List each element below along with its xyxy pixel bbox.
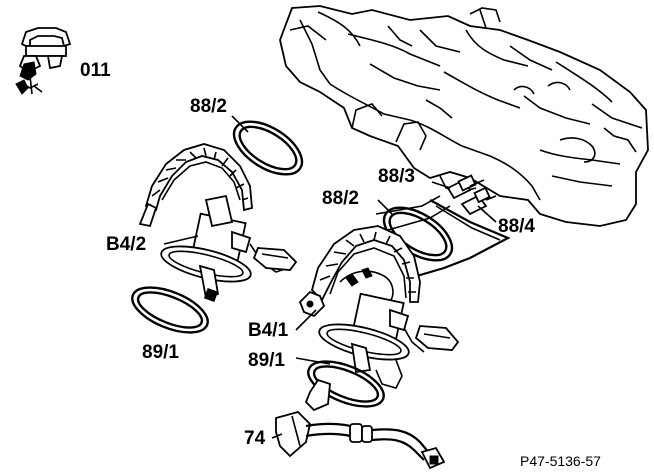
fuel-level-sender-b4-2 [138, 143, 298, 303]
label-89-1-right: 89/1 [248, 350, 285, 371]
pipe-fitting-88-3 [446, 174, 485, 200]
fuel-line-routing [375, 195, 511, 280]
label-88-2-right: 88/2 [322, 188, 359, 209]
fuel-hose-74 [275, 410, 446, 470]
strainer-clip [304, 378, 331, 412]
label-88-2-left: 88/2 [190, 96, 227, 117]
label-89-1-left: 89/1 [142, 342, 179, 363]
fuel-pump-sender-b4-1 [298, 225, 460, 389]
special-tool-icon [15, 27, 72, 95]
figure-reference-code: P47-5136-57 [520, 453, 601, 469]
label-b4-2: B4/2 [106, 234, 146, 255]
label-011: 011 [80, 60, 111, 81]
label-74: 74 [244, 428, 266, 449]
seal-ring-89-1-right [307, 360, 385, 408]
seal-ring-89-1-left-inner [136, 291, 204, 329]
label-b4-1: B4/1 [248, 320, 289, 341]
seal-ring-89-1-right-inner [312, 365, 380, 403]
seal-ring-88-2-left [232, 120, 304, 176]
seal-ring-88-2-right-inner [388, 211, 448, 257]
fuel-tank [279, 5, 649, 227]
label-88-3: 88/3 [378, 166, 415, 187]
label-88-4: 88/4 [498, 216, 535, 237]
seal-ring-88-2-left-inner [238, 125, 298, 171]
leader-lines [163, 115, 497, 439]
pipe-fitting-88-4 [460, 186, 497, 216]
seal-ring-89-1-left [131, 286, 209, 334]
